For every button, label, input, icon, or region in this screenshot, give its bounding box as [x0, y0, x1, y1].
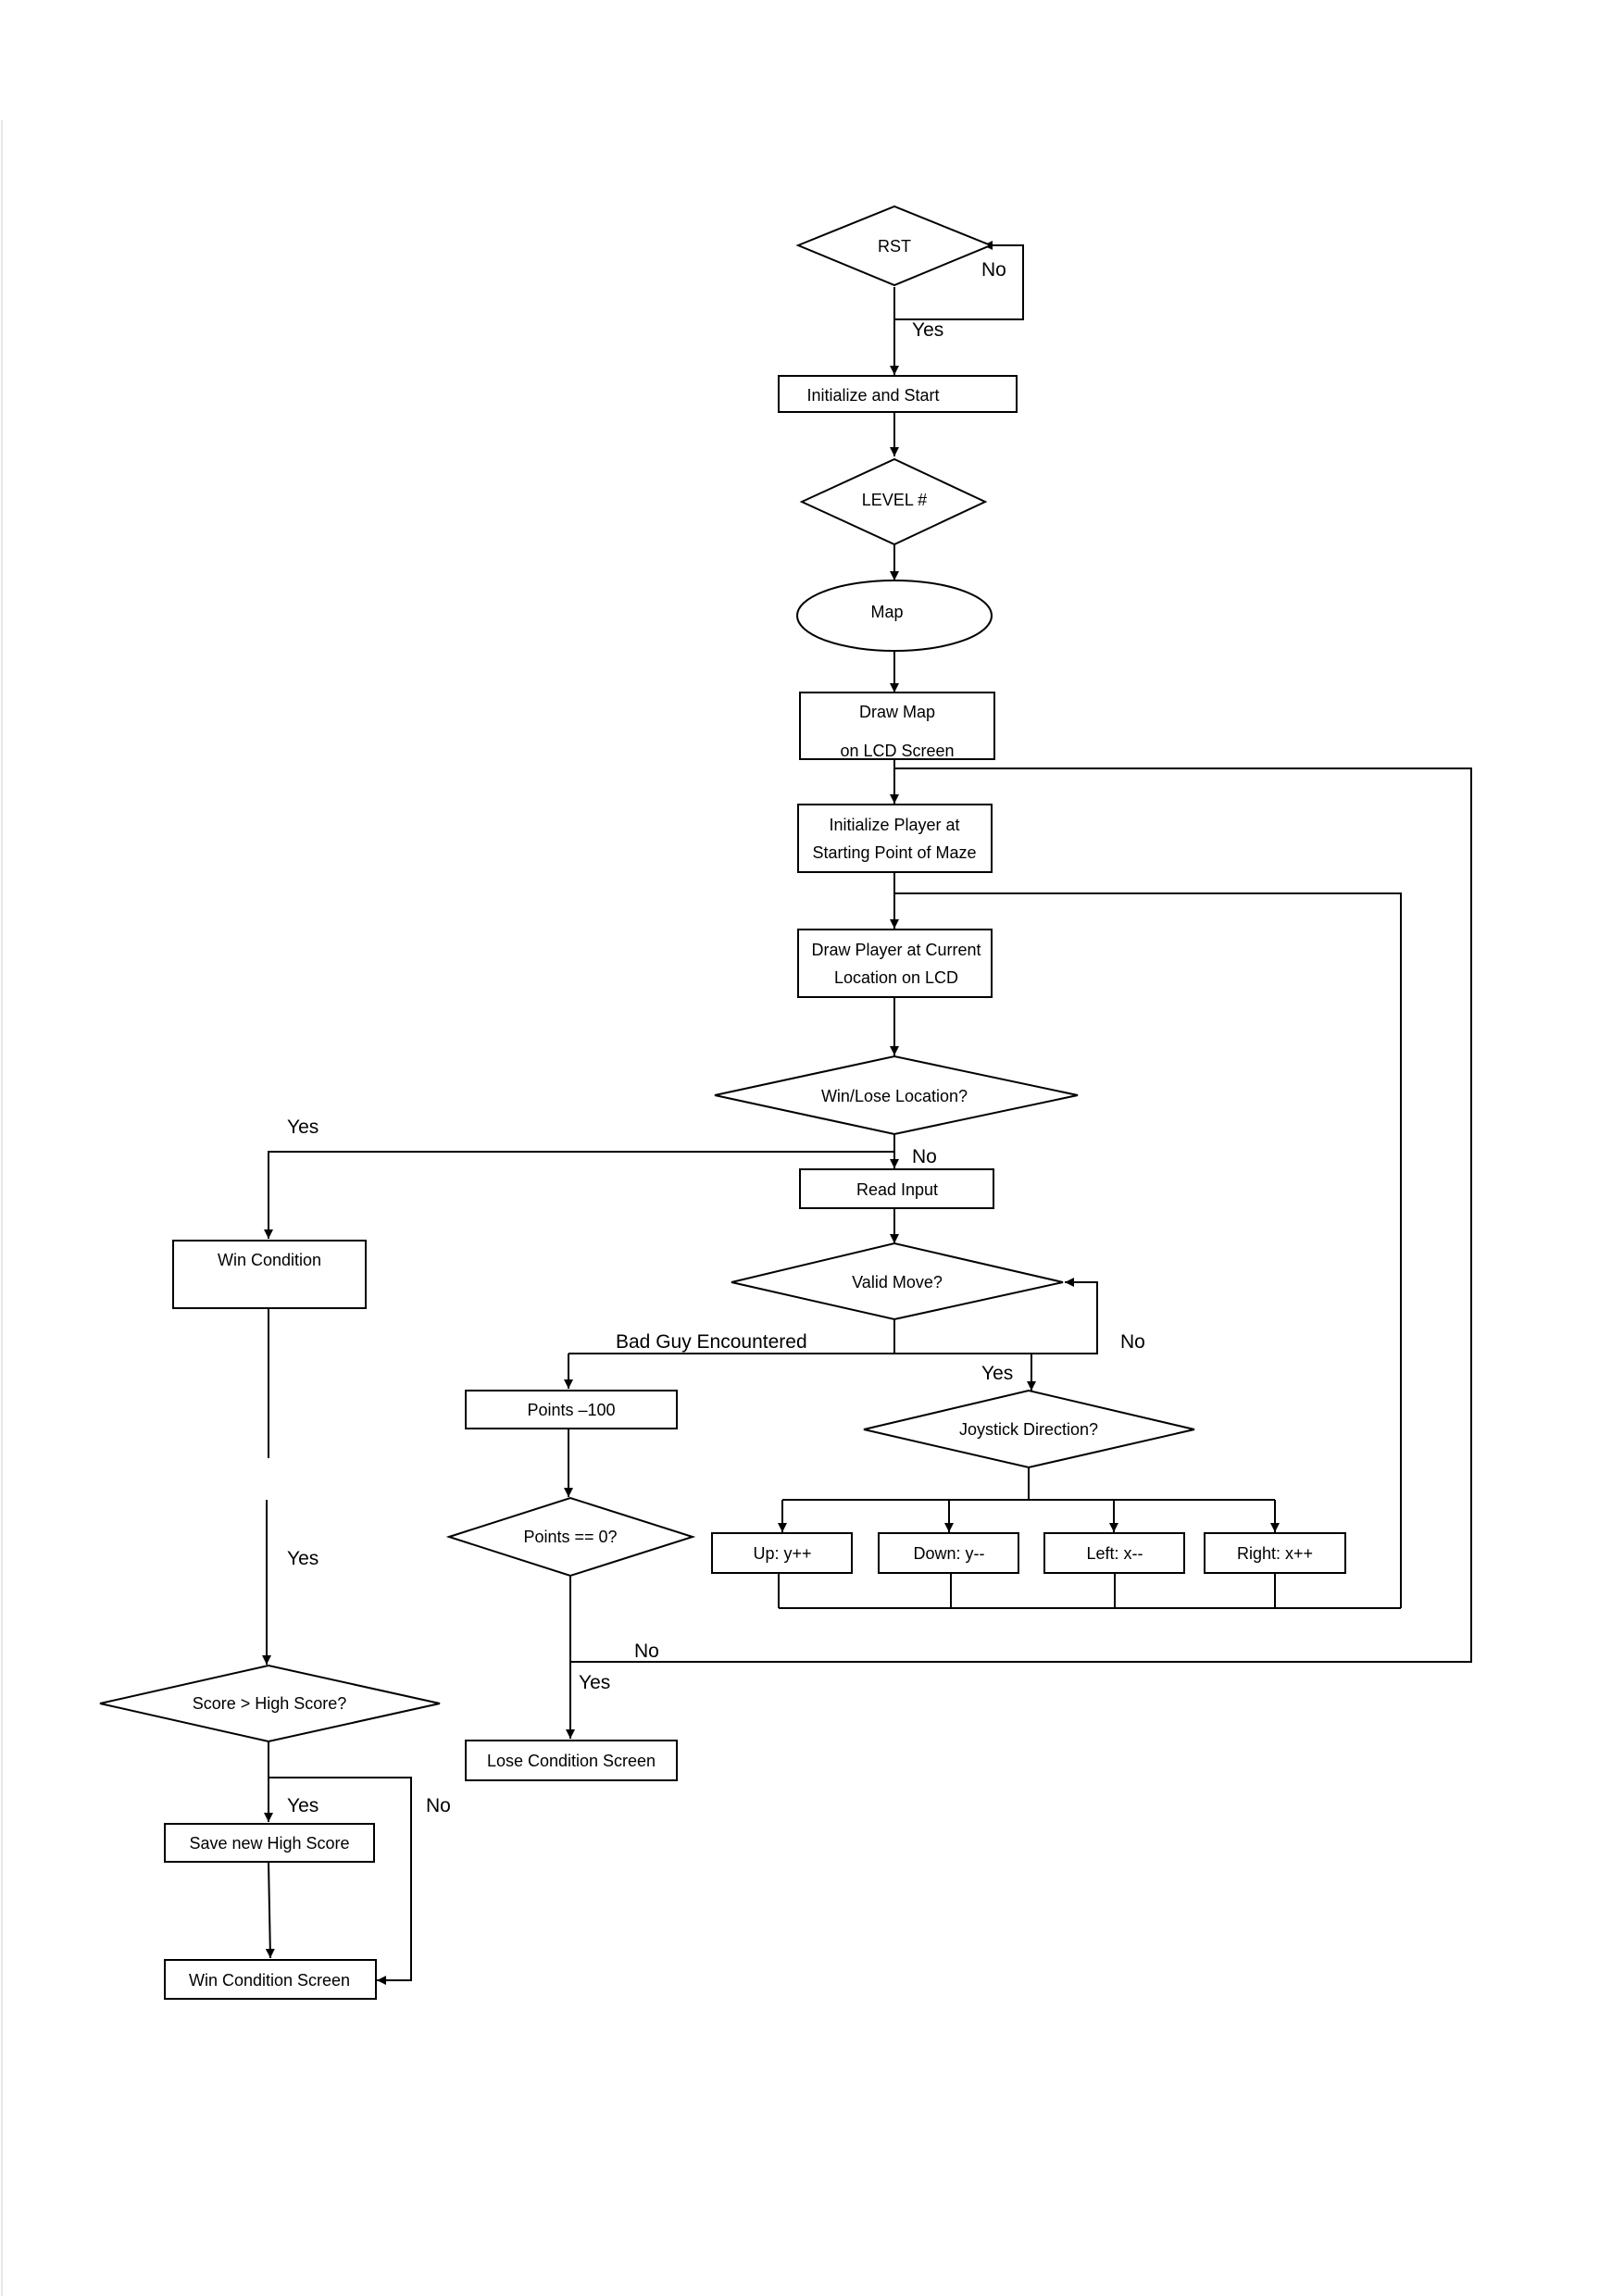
initialize-start-box: [778, 375, 1018, 413]
points-zero-label: Points == 0?: [523, 1528, 617, 1546]
points-zero-decision: [445, 1496, 696, 1578]
down-label: Down: y--: [913, 1544, 984, 1563]
win-screen-label: Win Condition Screen: [189, 1971, 350, 1990]
score-yes-label: Yes: [287, 1795, 319, 1816]
save-high-label: Save new High Score: [189, 1834, 349, 1853]
up-box: [711, 1532, 853, 1574]
level-decision: [799, 457, 988, 546]
score-high-label: Score > High Score?: [193, 1694, 347, 1713]
draw-map-label-1: Draw Map: [859, 703, 935, 721]
connectors: [262, 241, 1472, 1985]
win-condition-label: Win Condition: [218, 1251, 321, 1269]
init-player-box: [797, 804, 993, 873]
up-label: Up: y++: [753, 1544, 811, 1563]
draw-map-box: [799, 692, 995, 760]
draw-map-label-2: on LCD Screen: [840, 742, 954, 760]
initialize-start-label: Initialize and Start: [806, 386, 939, 405]
points-no-label: No: [634, 1641, 659, 1662]
right-box: [1204, 1532, 1346, 1574]
read-input-label: Read Input: [856, 1180, 938, 1199]
left-box: [1043, 1532, 1185, 1574]
rst-no-label: No: [981, 259, 1006, 281]
map-label: Map: [870, 603, 903, 621]
map-terminal: [796, 580, 993, 652]
node-labels: RST Initialize and Start LEVEL # Map Dra…: [189, 237, 1313, 1990]
lose-screen-label: Lose Condition Screen: [487, 1752, 656, 1770]
left-label: Left: x--: [1086, 1544, 1143, 1563]
winlose-yes-label: Yes: [287, 1117, 319, 1138]
init-player-label-2: Starting Point of Maze: [812, 843, 976, 862]
edge-labels: No Yes Yes No Bad Guy Encountered No Yes…: [287, 259, 1145, 1816]
init-player-label-1: Initialize Player at: [829, 816, 959, 834]
save-high-box: [164, 1823, 375, 1863]
win-lose-decision: [714, 1054, 1079, 1136]
draw-player-label-1: Draw Player at Current: [811, 941, 981, 959]
score-high-decision: [99, 1664, 441, 1743]
right-label: Right: x++: [1237, 1544, 1313, 1563]
lose-screen-box: [465, 1740, 678, 1781]
win-condition-box: [172, 1240, 367, 1309]
score-no-label: No: [426, 1795, 451, 1816]
level-label: LEVEL #: [862, 491, 927, 509]
valid-yes-label: Yes: [981, 1363, 1013, 1384]
draw-player-label-2: Location on LCD: [834, 968, 958, 987]
points-yes-label: Yes: [579, 1672, 610, 1693]
shapes: [99, 205, 1346, 2000]
points-minus-label: Points –100: [527, 1401, 615, 1419]
win-yes-label: Yes: [287, 1548, 319, 1569]
valid-move-label: Valid Move?: [852, 1273, 943, 1292]
down-box: [878, 1532, 1019, 1574]
valid-no-label: No: [1120, 1331, 1145, 1353]
win-lose-label: Win/Lose Location?: [821, 1087, 968, 1105]
bad-guy-label: Bad Guy Encountered: [616, 1331, 807, 1353]
joystick-decision: [863, 1389, 1195, 1469]
points-minus-box: [465, 1390, 678, 1429]
winlose-no-label: No: [912, 1146, 937, 1167]
valid-move-decision: [731, 1242, 1064, 1321]
draw-player-box: [797, 929, 993, 998]
joystick-label: Joystick Direction?: [959, 1420, 1098, 1439]
win-screen-box: [164, 1959, 377, 2000]
rst-yes-label: Yes: [912, 319, 943, 341]
read-input-box: [799, 1168, 994, 1209]
rst-decision: [795, 205, 993, 287]
rst-label: RST: [878, 237, 911, 256]
